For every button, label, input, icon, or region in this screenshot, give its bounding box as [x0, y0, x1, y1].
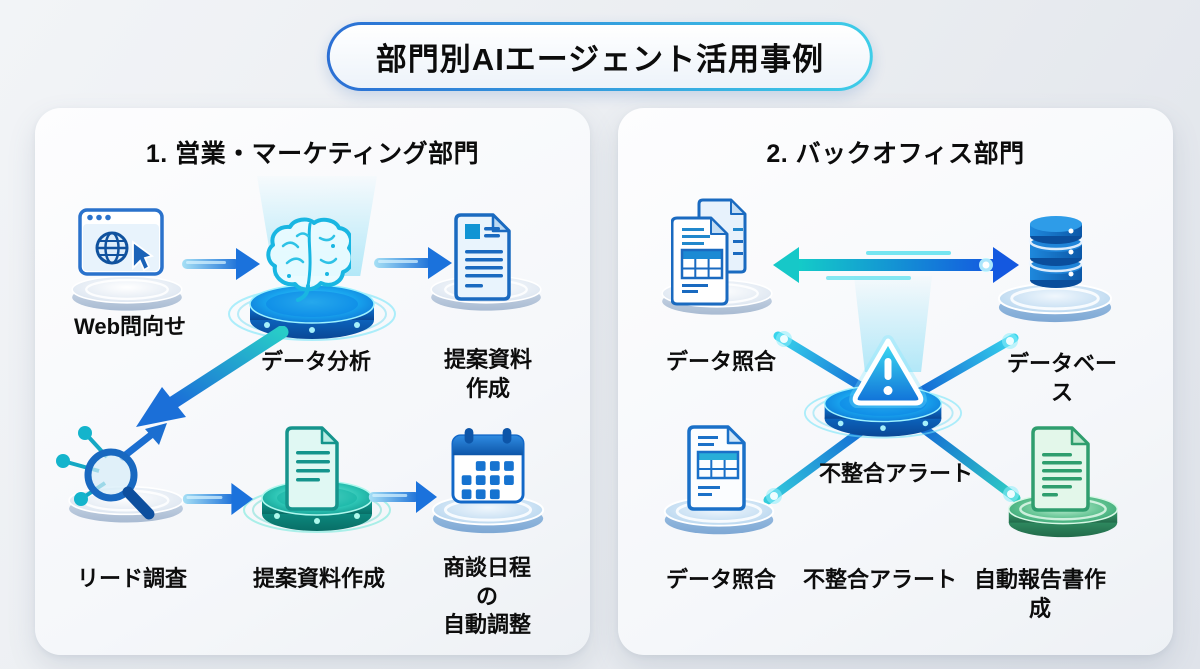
- disc-platform: [71, 275, 183, 311]
- calendar-icon: [451, 428, 525, 504]
- arrow-right-icon: [374, 247, 452, 279]
- arrow-right-icon: [368, 481, 437, 513]
- document-icon: [454, 213, 511, 301]
- browser-globe-icon: [78, 208, 164, 276]
- disc-platform: [997, 282, 1113, 323]
- node-label: Web問向せ: [73, 314, 187, 339]
- ai-brain-icon: [266, 217, 351, 302]
- panel-back-office: 2. バックオフィス部門: [618, 108, 1173, 655]
- node-label: データベース: [1006, 351, 1117, 405]
- disc-platform: [663, 496, 775, 535]
- node-label: 不整合アラート: [802, 567, 958, 592]
- warning-triangle-icon: [849, 335, 927, 408]
- panel-sales-marketing: 1. 営業・マーケティング部門: [35, 108, 590, 655]
- node-label: 商談日程の 自動調整: [442, 555, 531, 638]
- node-label: 提案資料作成: [443, 347, 532, 401]
- node-label: 不整合アラート: [818, 461, 974, 486]
- main-title-pill: 部門別AIエージェント活用事例: [326, 22, 874, 91]
- table-document-icon: [687, 425, 746, 511]
- magnifier-network-icon: [56, 423, 167, 520]
- node-label: 自動報告書作成: [973, 567, 1106, 621]
- connector-lines: [763, 331, 1021, 505]
- node-label: リード調査: [76, 566, 188, 591]
- node-label: データ分析: [260, 349, 372, 374]
- panel-heading: 1. 営業・マーケティング部門: [145, 140, 480, 168]
- report-document-icon: [1031, 426, 1090, 512]
- arrow-diagonal-icon: [136, 326, 289, 427]
- arrow-right-icon: [182, 483, 253, 515]
- double-arrow-icon: [773, 247, 1019, 283]
- node-label: データ照合: [665, 349, 777, 374]
- stacked-documents-icon: [671, 198, 747, 306]
- node-label: データ照合: [665, 567, 777, 592]
- node-label: 提案資料作成: [252, 566, 386, 591]
- main-title: 部門別AIエージェント活用事例: [329, 25, 871, 88]
- arrow-right-icon: [182, 248, 260, 280]
- database-icon: [1028, 216, 1084, 288]
- panel-heading: 2. バックオフィス部門: [766, 140, 1025, 168]
- teal-document-icon: [285, 426, 339, 511]
